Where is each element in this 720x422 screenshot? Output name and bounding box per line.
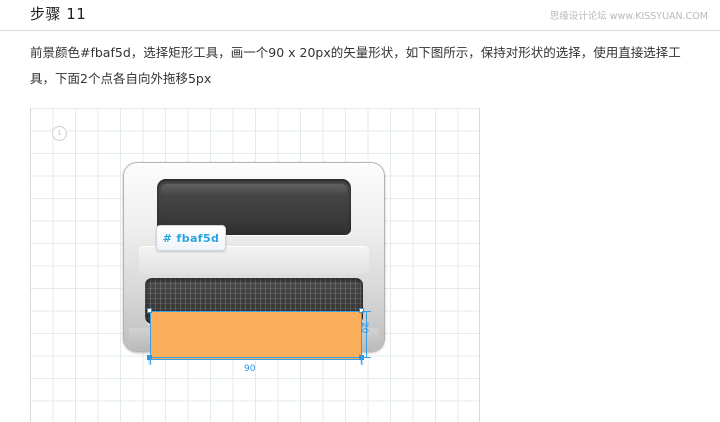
grid-edge-left	[30, 108, 31, 422]
printer-top-slot	[157, 179, 351, 235]
page-title: 步骤 11	[30, 5, 87, 23]
instruction-text: 前景颜色#fbaf5d，选择矩形工具，画一个90 x 20px的矢量形状，如下图…	[30, 45, 681, 86]
illustration-canvas: 1 # fbaf5d 90 20 5 5	[30, 108, 480, 422]
anchor-point-top-right[interactable]	[359, 308, 364, 313]
printer-top-slot-highlight	[161, 184, 347, 196]
shape-selection-outline	[150, 311, 362, 358]
width-measure-label: 90	[244, 364, 256, 374]
grid-edge-right	[479, 108, 480, 422]
color-hex-text: # fbaf5d	[162, 231, 220, 245]
height-measure-label: 20	[359, 322, 369, 334]
printer-illustration	[123, 162, 385, 354]
width-measure-cap-right	[361, 355, 362, 364]
width-measure-line	[150, 355, 362, 364]
color-swatch-label: # fbaf5d	[156, 225, 226, 251]
corner-offset-right-label: 5	[360, 360, 364, 367]
page-header: 步骤 11 思缘设计论坛 www.KISSYUAN.COM	[0, 0, 720, 31]
width-measure-cap-left	[150, 355, 151, 364]
height-measure-line	[362, 311, 371, 358]
site-credit: 思缘设计论坛 www.KISSYUAN.COM	[549, 11, 708, 22]
height-measure-cap-top	[362, 311, 371, 312]
height-measure-cap-bottom	[362, 357, 371, 358]
anchor-point-top-left[interactable]	[147, 308, 152, 313]
anchor-point-bottom-left[interactable]	[147, 355, 152, 360]
corner-offset-left-label: 5	[148, 360, 152, 367]
step-marker: 1	[52, 126, 67, 141]
